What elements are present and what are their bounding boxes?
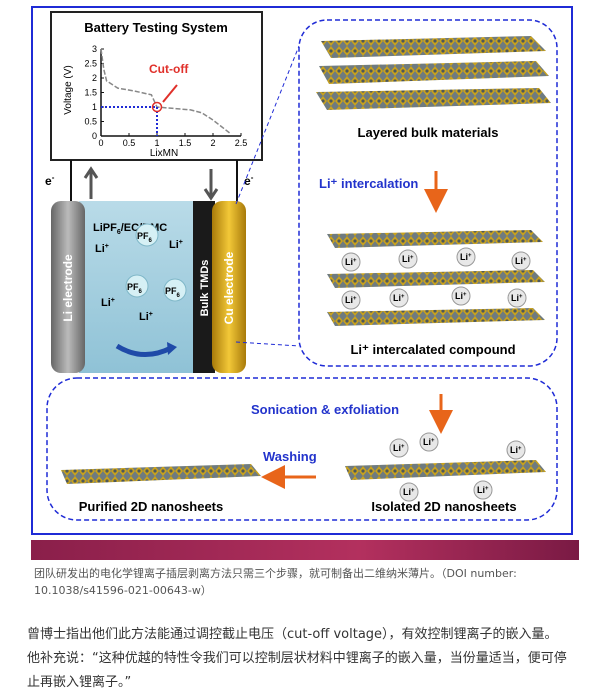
li-ion-bubble — [341, 290, 361, 310]
li-ion-bubble-label: Li+ — [345, 257, 357, 267]
li-ion-bubble-label: Li+ — [402, 254, 414, 264]
figure: Battery Testing System Voltage (V) LixMN… — [31, 6, 573, 535]
li-ion: Li+ — [169, 239, 183, 251]
sonication-label: Sonication & exfoliation — [251, 402, 399, 417]
li-ion: Li+ — [101, 297, 115, 309]
x-tick-label: 1 — [154, 138, 159, 148]
chart-title: Battery Testing System — [84, 20, 228, 35]
isolated-illustration: Li+ Li+ Li+ Li+ Li+ — [345, 432, 546, 502]
layered-bulk-label: Layered bulk materials — [358, 125, 499, 140]
li-ion-bubble — [506, 440, 526, 460]
figure-caption: 团队研发出的电化学锂离子插层剥离方法只需三个步骤，就可制备出二维纳米薄片。（DO… — [34, 567, 517, 597]
y-tick-label: 0.5 — [84, 117, 97, 127]
up-arrow-icon — [83, 166, 99, 199]
down-arrow-icon — [203, 169, 219, 201]
pf6-ion — [163, 278, 187, 302]
li-ion-bubble — [398, 249, 418, 269]
x-axis-label: LixMN — [150, 148, 178, 159]
purified-label: Purified 2D nanosheets — [79, 499, 223, 514]
pf6-ion-label: PF6 — [165, 286, 181, 299]
li-ion-bubble — [456, 247, 476, 267]
li-ion-bubble-label: Li+ — [345, 295, 357, 305]
li-ion-bubble — [389, 288, 409, 308]
washing-label: Washing — [263, 449, 317, 464]
li-ion-bubble-label: Li+ — [515, 256, 527, 266]
li-ion-bubble-label: Li+ — [393, 293, 405, 303]
layered-bulk-illustration — [316, 36, 551, 110]
li-ion: Li+ — [95, 243, 109, 255]
li-electrode-label: Li electrode — [61, 254, 75, 322]
y-tick-label: 2.5 — [84, 59, 97, 69]
electron-right-label: e- — [244, 173, 254, 188]
pf6-ion — [125, 274, 149, 298]
x-tick-label: 2.5 — [235, 138, 248, 148]
bulk-tmds — [193, 201, 215, 373]
li-ion-bubble — [389, 438, 409, 458]
li-ion-bubble-label: Li+ — [393, 443, 405, 453]
pf6-ion — [135, 223, 159, 247]
intercalation-label: Li⁺ intercalation — [319, 176, 418, 191]
li-ion-bubble-label: Li+ — [510, 445, 522, 455]
flow-arrow-icon — [115, 343, 173, 357]
x-tick-label: 0 — [98, 138, 103, 148]
li-ion-bubble — [473, 480, 493, 500]
x-tick-label: 1.5 — [179, 138, 192, 148]
li-ion-bubble-label: Li+ — [511, 293, 523, 303]
bulk-tmds-label: Bulk TMDs — [199, 260, 211, 317]
li-ion-bubble-label: Li+ — [477, 485, 489, 495]
li-ion-bubble — [341, 252, 361, 272]
x-tick-label: 0.5 — [123, 138, 136, 148]
li-ion-bubble-label: Li+ — [455, 291, 467, 301]
y-tick-label: 3 — [92, 44, 97, 54]
battery-cell: Li electrode Bulk TMDs Cu electrode LiPF… — [51, 201, 246, 373]
pf6-ion-label: PF6 — [137, 231, 153, 244]
body-paragraph-line-3: 止再嵌入锂离子。” — [27, 675, 132, 690]
li-ion-bubble-label: Li+ — [423, 437, 435, 447]
y-axis-label: Voltage (V) — [63, 65, 74, 114]
cu-electrode-label: Cu electrode — [222, 251, 236, 324]
li-ion-bubble-label: Li+ — [403, 487, 415, 497]
y-tick-label: 1 — [92, 102, 97, 112]
caption-band — [31, 540, 579, 560]
x-tick-label: 2 — [210, 138, 215, 148]
cutoff-label: Cut-off — [149, 62, 189, 76]
battery-testing-chart: Battery Testing System Voltage (V) LixMN… — [50, 11, 263, 161]
isolated-label: Isolated 2D nanosheets — [371, 499, 516, 514]
li-ion-bubble — [451, 286, 471, 306]
intercalated-illustration: Li+ Li+ Li+ Li+ Li+ Li+ Li+ Li+ — [327, 230, 545, 326]
plot-area: 0 0.5 1 1.5 2 2.5 3 0 0.5 1 1.5 2 2.5 — [84, 44, 247, 148]
purified-illustration — [61, 464, 261, 484]
cu-electrode — [212, 201, 246, 373]
pf6-ion-label: PF6 — [127, 282, 143, 295]
li-ion-bubble — [419, 432, 439, 452]
y-tick-label: 1.5 — [84, 88, 97, 98]
li-ion-bubble — [507, 288, 527, 308]
li-ion-bubble-label: Li+ — [460, 252, 472, 262]
zoom-lines — [235, 45, 300, 347]
li-electrode — [51, 201, 85, 373]
cutoff-marker — [151, 101, 163, 113]
body-paragraph-line-2: 他补充说：“这种优越的特性令我们可以控制层状材料中锂离子的嵌入量，当份量适当，便… — [27, 651, 567, 666]
li-ion-bubble — [399, 482, 419, 502]
li-ion: Li+ — [139, 311, 153, 323]
y-tick-label: 2 — [92, 73, 97, 83]
electron-left-label: e- — [45, 173, 55, 188]
y-tick-label: 0 — [92, 131, 97, 141]
intercalated-label: Li⁺ intercalated compound — [350, 342, 515, 357]
cutoff-arrow-icon — [162, 84, 178, 103]
body-paragraph-line-1: 曾博士指出他们此方法能通过调控截止电压（cut-off voltage），有效控… — [27, 627, 558, 642]
li-ion-bubble — [511, 251, 531, 271]
circuit-wires — [70, 160, 238, 202]
